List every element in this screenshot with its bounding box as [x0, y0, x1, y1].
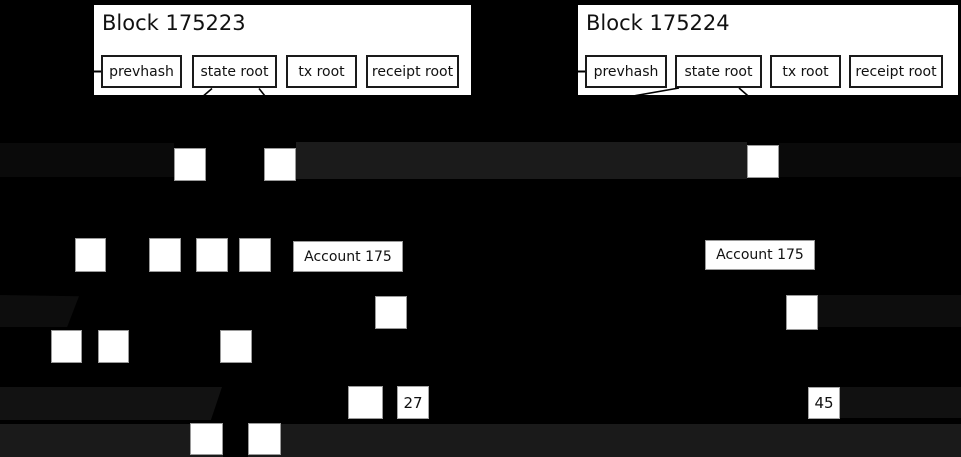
swath-row3-right	[818, 295, 961, 327]
block-175224: Block 175224 prevhash state root tx root…	[576, 3, 960, 97]
swath-bottom-left	[0, 424, 223, 457]
block2-txroot-field: tx root	[770, 55, 841, 88]
block2-prevhash-field: prevhash	[585, 55, 667, 88]
trie-node-l2-a	[75, 238, 106, 272]
value-box-right: 45	[808, 387, 840, 419]
block-175223: Block 175223 prevhash state root tx root…	[92, 3, 473, 97]
trie-node-l2-d	[239, 238, 271, 272]
swath-row1-left	[0, 143, 174, 177]
block1-stateroot-field: state root	[192, 55, 277, 88]
block-175224-title: Block 175224	[586, 11, 730, 35]
trie-node-l2-c	[196, 238, 228, 272]
trie-node-l4-a	[51, 330, 82, 363]
block-175223-title: Block 175223	[102, 11, 246, 35]
account-label-right: Account 175	[705, 240, 815, 270]
trie-node-l5-left	[348, 386, 383, 419]
trie-node-l3-right	[786, 295, 818, 330]
block1-txroot-field: tx root	[286, 55, 357, 88]
block1-prevhash-field: prevhash	[101, 55, 182, 88]
block2-stateroot-field: state root	[675, 55, 762, 88]
trie-node-l4-c	[220, 330, 252, 363]
account-label-right-text: Account 175	[716, 247, 804, 263]
block1-receiptroot-field: receipt root	[366, 55, 459, 88]
swath-row1-right	[779, 143, 961, 177]
block2-receiptroot-field: receipt root	[849, 55, 943, 88]
swath-row5-left	[0, 387, 222, 420]
swath-row5-right	[840, 387, 961, 418]
value-right-text: 45	[814, 394, 834, 412]
value-box-left: 27	[397, 386, 429, 419]
swath-row3-left	[0, 295, 79, 327]
account-label-left-text: Account 175	[304, 248, 392, 265]
trie-node-root1-b	[264, 148, 296, 181]
value-left-text: 27	[403, 393, 423, 412]
trie-node-l6-a	[190, 423, 223, 455]
trie-node-l6-b	[248, 423, 281, 455]
account-label-left: Account 175	[293, 241, 403, 272]
swath-row1-middle	[296, 142, 747, 179]
swath-bottom-right	[248, 424, 961, 457]
trie-node-root2	[747, 145, 779, 178]
trie-node-l3-left	[375, 296, 407, 329]
trie-node-l2-b	[149, 238, 181, 272]
trie-node-l4-b	[98, 330, 129, 363]
trie-node-root1-a	[174, 148, 206, 181]
